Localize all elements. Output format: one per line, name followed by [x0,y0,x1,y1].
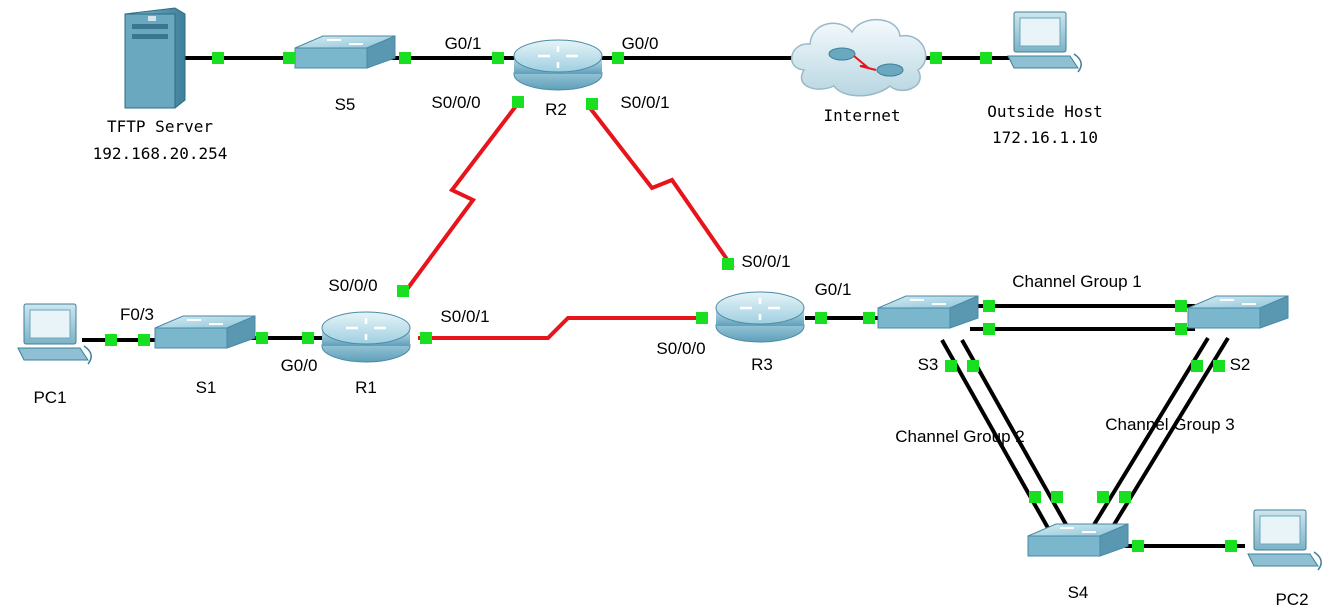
link-up-dot [945,360,957,372]
link-up-dot [492,52,504,64]
link-r2-r1-serial [403,100,521,294]
link-status-dots [105,52,1237,552]
switch-s4-icon[interactable] [1027,523,1129,557]
s2-label: S2 [1230,355,1251,374]
link-up-dot [696,312,708,324]
link-up-dot [930,52,942,64]
r3-port-g01: G0/1 [815,280,852,299]
link-up-dot [967,360,979,372]
outside-host-ip: 172.16.1.10 [992,128,1098,147]
outside-host-name: Outside Host [987,102,1103,121]
tftp-server-ip: 192.168.20.254 [93,144,228,163]
link-up-dot [399,52,411,64]
pc-pc2-icon[interactable] [1247,509,1322,571]
internet-label: Internet [823,106,900,125]
link-up-dot [212,52,224,64]
s4-label: S4 [1068,583,1089,602]
switch-s1-icon[interactable] [154,315,256,349]
router-r2-icon[interactable] [513,39,603,91]
r3-port-s000: S0/0/0 [656,339,705,358]
link-up-dot [1175,300,1187,312]
link-r1-r3-serial [418,316,708,340]
switch-s5-icon[interactable] [294,35,396,69]
s5-label: S5 [335,95,356,114]
r1-port-s000: S0/0/0 [328,276,377,295]
link-up-dot [138,334,150,346]
link-up-dot [722,258,734,270]
pc-outside-host-icon[interactable] [1007,11,1082,73]
r2-label: R2 [545,100,567,119]
link-r2-r3-serial [588,106,735,270]
pc-pc1-icon[interactable] [17,303,92,365]
link-up-dot [983,323,995,335]
channel-group-1-label: Channel Group 1 [1012,272,1141,291]
r2-port-s000: S0/0/0 [431,93,480,112]
s1-port-f03: F0/3 [120,305,154,324]
channel-group-2-label: Channel Group 2 [895,427,1024,446]
link-up-dot [1119,491,1131,503]
link-up-dot [1051,491,1063,503]
link-s3-s4-b [960,339,1070,529]
r2-port-g00: G0/0 [622,34,659,53]
tftp-server-icon[interactable] [124,7,186,109]
router-r3-icon[interactable] [715,291,805,343]
pc1-label: PC1 [33,388,66,407]
link-up-dot [302,332,314,344]
link-up-dot [420,332,432,344]
port-labels: G0/1 G0/0 S0/0/0 S0/0/1 S0/0/0 S0/0/1 G0… [120,34,851,375]
router-r1-icon[interactable] [321,311,411,363]
s1-label: S1 [196,378,217,397]
link-up-dot [586,98,598,110]
link-up-dot [283,52,295,64]
link-up-dot [1225,540,1237,552]
link-up-dot [1191,360,1203,372]
link-up-dot [256,332,268,344]
link-up-dot [512,96,524,108]
cloud-internet-icon[interactable] [790,18,927,97]
device-labels: TFTP Server 192.168.20.254 S5 R2 Interne… [33,95,1308,609]
r1-label: R1 [355,378,377,397]
switch-s3-icon[interactable] [877,295,979,329]
link-up-dot [1029,491,1041,503]
r1-port-g00: G0/0 [281,356,318,375]
r2-port-g01: G0/1 [445,34,482,53]
tftp-server-name: TFTP Server [107,117,213,136]
switch-s2-icon[interactable] [1187,295,1289,329]
link-up-dot [1132,540,1144,552]
link-up-dot [397,285,409,297]
link-s2-s4-a [1090,336,1210,530]
s3-label: S3 [918,355,939,374]
link-up-dot [1097,491,1109,503]
r3-label: R3 [751,355,773,374]
channel-group-labels: Channel Group 1 Channel Group 2 Channel … [895,272,1234,446]
link-up-dot [1175,323,1187,335]
channel-group-3-label: Channel Group 3 [1105,415,1234,434]
link-up-dot [980,52,992,64]
link-up-dot [983,300,995,312]
pc2-label: PC2 [1275,590,1308,609]
link-up-dot [1213,360,1225,372]
r3-port-s001: S0/0/1 [741,252,790,271]
r1-port-s001: S0/0/1 [440,307,489,326]
r2-port-s001: S0/0/1 [620,93,669,112]
link-up-dot [105,334,117,346]
link-up-dot [815,312,827,324]
link-s2-s4-b [1110,336,1230,530]
link-up-dot [863,312,875,324]
link-up-dot [612,52,624,64]
